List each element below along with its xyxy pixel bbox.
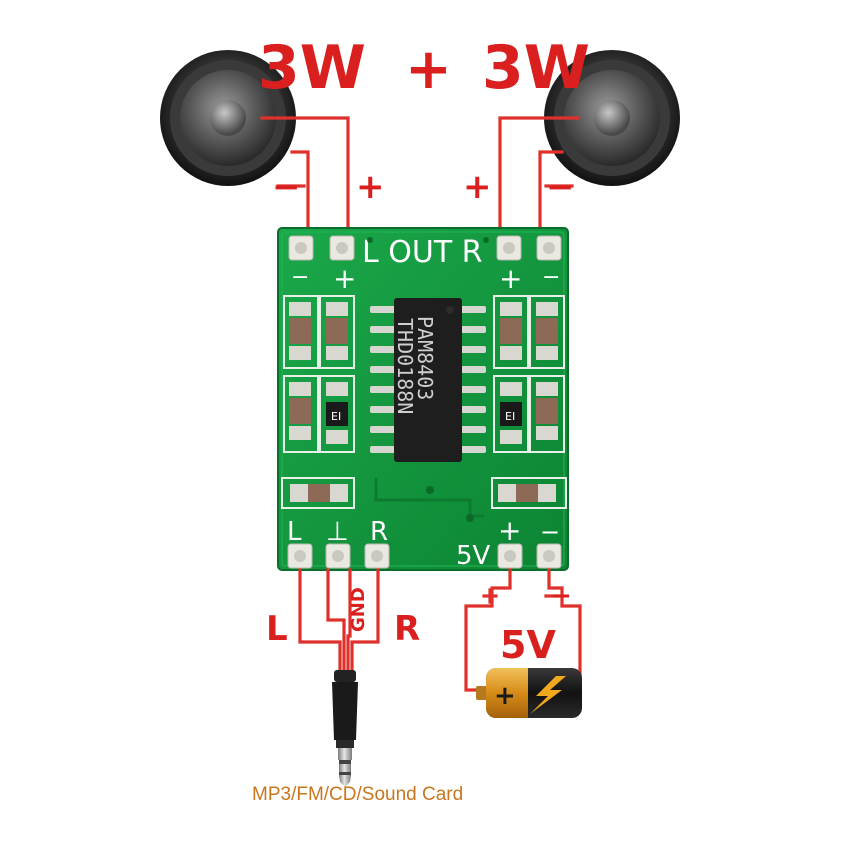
chip-model-text: PAM8403 [413,316,437,400]
audio-jack-icon [332,670,358,787]
battery-icon: + [476,668,582,718]
battery-voltage-label: 5V [500,623,556,667]
source-caption: MP3/FM/CD/Sound Card [252,784,463,805]
bottom-components [290,484,556,502]
bottom-pads [287,543,562,569]
right-power-label: 3W [482,33,590,103]
silkscreen-outlines [281,295,567,509]
board-right-input-label: R [370,517,388,547]
board-left-input-label: L [287,517,302,547]
board-minus-label: − [540,518,560,546]
left-components [289,302,348,444]
input-ground-label: GND [348,587,369,632]
battery-plus-sign: + [494,681,516,711]
left-speaker-minus: − [272,167,301,207]
speaker-wires [260,116,580,242]
top-pin-label-3: + [499,262,522,295]
speaker-left-icon [160,50,296,186]
left-small-ic-label: EI [331,410,341,423]
input-wires [298,568,380,674]
input-right-label: R [394,609,420,649]
left-power-label: 3W [258,33,366,103]
top-pin-label-1: − [291,265,309,290]
top-pads [288,235,562,261]
pcb-board: L OUT R − + + − [277,227,569,571]
right-speaker-plus: + [463,167,492,207]
plus-sign: + [405,37,452,102]
pam8403-chip: PAM8403 THD0188N [393,298,462,462]
top-pin-label-2: + [333,262,356,295]
left-speaker-plus: + [356,167,385,207]
chip-pins [370,306,486,453]
right-components [500,302,558,444]
power-minus-label: − [550,581,572,611]
input-left-label: L [266,609,288,649]
board-5v-label: 5V [456,541,491,571]
pcb-traces [367,237,489,522]
speaker-right-icon [544,50,680,186]
board-plus-label: + [498,514,521,547]
out-label: L OUT R [362,235,483,270]
chip-batch-text: THD0188N [393,318,417,414]
right-small-ic-label: EI [505,410,515,423]
top-pin-label-4: − [542,265,560,290]
board-ground-label: ⊥ [326,517,349,547]
right-speaker-minus: − [546,167,575,207]
